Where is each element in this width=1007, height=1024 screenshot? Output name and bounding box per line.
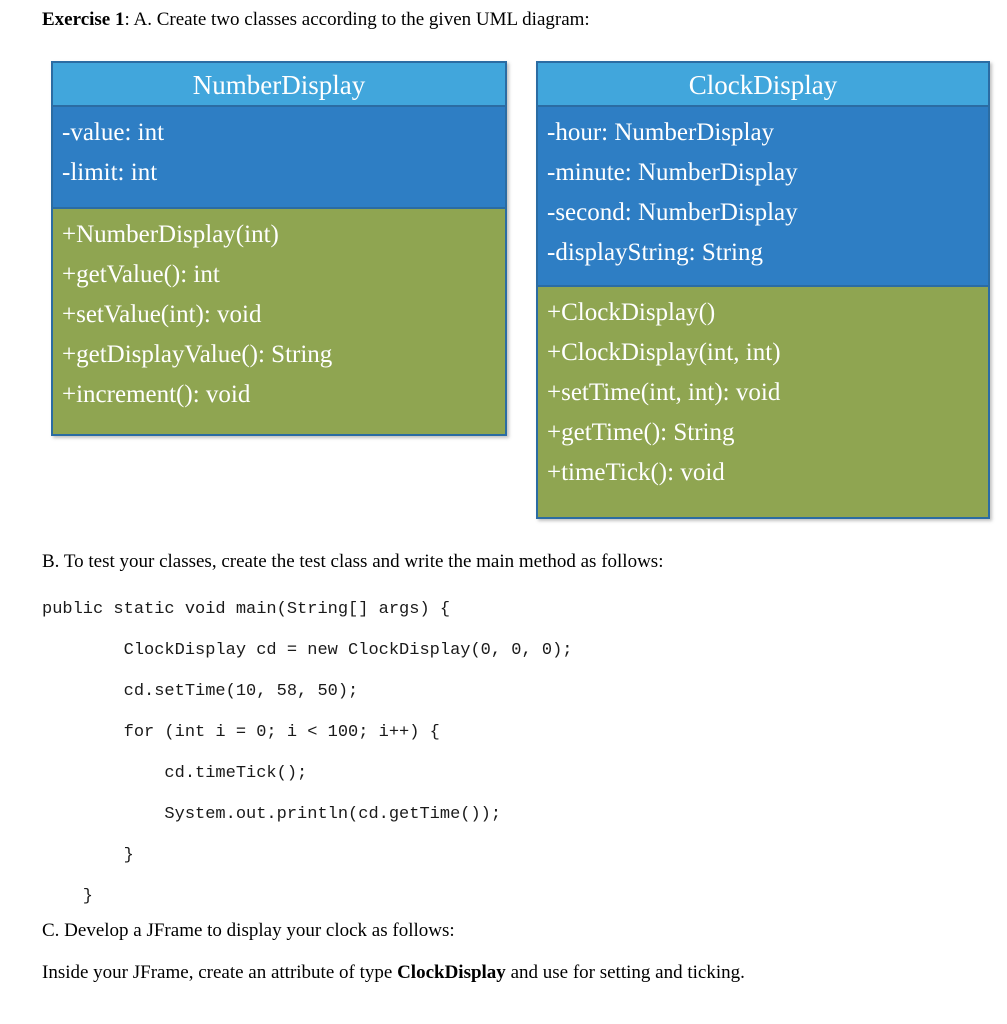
part-c-detail-prefix: Inside your JFrame, create an attribute … <box>42 962 398 983</box>
code-line: cd.timeTick(); <box>42 764 308 783</box>
uml-method: +timeTick(): void <box>547 459 725 486</box>
uml-methods-clockdisplay: +ClockDisplay() +ClockDisplay(int, int) … <box>538 287 988 517</box>
part-c-text: C. Develop a JFrame to display your cloc… <box>42 920 455 941</box>
part-c-detail-suffix: and use for setting and ticking. <box>505 962 745 983</box>
code-line: public static void main(String[] args) { <box>42 600 451 619</box>
code-line: } <box>42 887 94 906</box>
part-c-detail-bold: ClockDisplay <box>397 962 506 983</box>
uml-method: +getTime(): String <box>547 419 735 446</box>
part-c-detail: Inside your JFrame, create an attribute … <box>42 961 745 985</box>
uml-diagram: NumberDisplay -value: int -limit: int +N… <box>51 61 990 519</box>
uml-method: +getValue(): int <box>62 261 220 288</box>
uml-class-clockdisplay: ClockDisplay -hour: NumberDisplay -minut… <box>536 61 990 519</box>
exercise-heading-text: : A. Create two classes according to the… <box>124 9 590 30</box>
uml-class-title-clockdisplay: ClockDisplay <box>538 63 988 107</box>
code-line: for (int i = 0; i < 100; i++) { <box>42 723 440 742</box>
code-line: System.out.println(cd.getTime()); <box>42 805 502 824</box>
uml-attribute: -minute: NumberDisplay <box>547 159 798 186</box>
uml-methods-numberdisplay: +NumberDisplay(int) +getValue(): int +se… <box>53 209 505 434</box>
uml-attribute: -second: NumberDisplay <box>547 199 798 226</box>
uml-method: +ClockDisplay() <box>547 299 716 326</box>
exercise-label: Exercise 1 <box>42 9 125 30</box>
code-line: ClockDisplay cd = new ClockDisplay(0, 0,… <box>42 641 573 660</box>
uml-method: +ClockDisplay(int, int) <box>547 339 781 366</box>
uml-method: +setValue(int): void <box>62 301 262 328</box>
uml-attribute: -value: int <box>62 119 165 146</box>
part-b-text: B. To test your classes, create the test… <box>42 551 664 572</box>
uml-method: +getDisplayValue(): String <box>62 341 333 368</box>
uml-class-numberdisplay: NumberDisplay -value: int -limit: int +N… <box>51 61 507 436</box>
uml-class-title-numberdisplay: NumberDisplay <box>53 63 505 107</box>
uml-attribute: -displayString: String <box>547 239 763 266</box>
exercise-heading: Exercise 1: A. Create two classes accord… <box>42 8 590 32</box>
code-line: } <box>42 846 134 865</box>
java-code-block: public static void main(String[] args) {… <box>42 589 573 917</box>
uml-method: +NumberDisplay(int) <box>62 221 279 248</box>
uml-attributes-clockdisplay: -hour: NumberDisplay -minute: NumberDisp… <box>538 107 988 287</box>
uml-attribute: -limit: int <box>62 159 158 186</box>
uml-attribute: -hour: NumberDisplay <box>547 119 775 146</box>
code-line: cd.setTime(10, 58, 50); <box>42 682 359 701</box>
uml-method: +setTime(int, int): void <box>547 379 781 406</box>
uml-method: +increment(): void <box>62 381 251 408</box>
uml-attributes-numberdisplay: -value: int -limit: int <box>53 107 505 209</box>
